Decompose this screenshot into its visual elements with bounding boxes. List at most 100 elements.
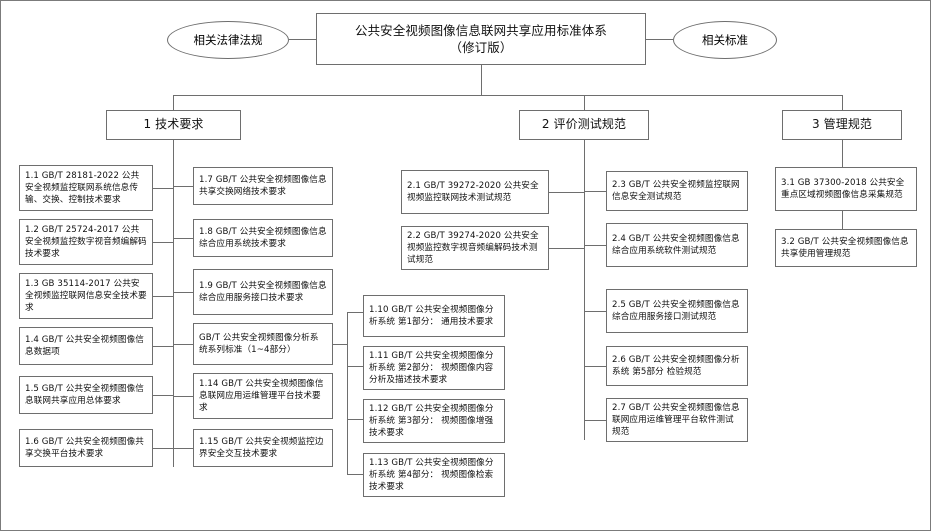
node-std-2-6[interactable]: 2.6 GB/T 公共安全视频图像分析系统 第5部分 检验规范: [606, 346, 748, 386]
node-branch-tech[interactable]: 1 技术要求: [106, 110, 241, 140]
link-tech-series: [173, 344, 193, 345]
link-eval-trunk: [584, 140, 585, 440]
link-series-trunk: [347, 312, 348, 474]
node-branch-eval[interactable]: 2 评价测试规范: [519, 110, 649, 140]
node-branch-mgmt[interactable]: 3 管理规范: [782, 110, 902, 140]
node-text: 1.13 GB/T 公共安全视频图像分析系统 第4部分： 视频图像检索技术要求: [369, 457, 494, 493]
link-tech-1-3: [153, 296, 173, 297]
node-text: 3.1 GB 37300-2018 公共安全重点区域视频图像信息采集规范: [781, 177, 905, 200]
node-text: GB/T 公共安全视频图像分析系统系列标准（1~4部分）: [199, 332, 319, 355]
link-tech-trunk: [173, 140, 174, 467]
link-series-1-12: [347, 419, 363, 420]
link-root-stem: [481, 65, 482, 95]
node-std-1-12[interactable]: 1.12 GB/T 公共安全视频图像分析系统 第3部分： 视频图像增强技术要求: [363, 399, 505, 443]
node-std-2-1[interactable]: 2.1 GB/T 39272-2020 公共安全视频监控联网技术测试规范: [401, 170, 549, 214]
link-series-1-11: [347, 366, 363, 367]
node-text: 1.3 GB 35114-2017 公共安全视频监控联网信息安全技术要求: [25, 278, 147, 314]
node-text: 2.5 GB/T 公共安全视频图像信息综合应用服务接口测试规范: [612, 299, 740, 322]
link-eval-2-4: [584, 245, 606, 246]
link-tech-1-7: [173, 186, 193, 187]
link-bus-to-mgmt: [842, 95, 843, 110]
node-text: 1.9 GB/T 公共安全视频图像信息综合应用服务接口技术要求: [199, 280, 327, 303]
node-text: 2.1 GB/T 39272-2020 公共安全视频监控联网技术测试规范: [407, 180, 539, 203]
node-text: 1.6 GB/T 公共安全视频图像共享交换平台技术要求: [25, 436, 144, 459]
node-std-1-9[interactable]: 1.9 GB/T 公共安全视频图像信息综合应用服务接口技术要求: [193, 269, 333, 315]
link-tech-1-9: [173, 292, 193, 293]
link-bus-to-tech: [173, 95, 174, 110]
node-label: 相关标准: [702, 33, 748, 47]
link-bus-to-eval: [584, 95, 585, 110]
node-std-2-7[interactable]: 2.7 GB/T 公共安全视频图像信息联网应用运维管理平台软件测试规范: [606, 398, 748, 442]
node-std-1-4[interactable]: 1.4 GB/T 公共安全视频图像信息数据项: [19, 327, 153, 365]
node-std-1-11[interactable]: 1.11 GB/T 公共安全视频图像分析系统 第2部分： 视频图像内容分析及描述…: [363, 346, 505, 390]
node-text: 1.2 GB/T 25724-2017 公共安全视频监控数字视音频编解码技术要求: [25, 224, 147, 260]
link-tech-1-6: [153, 448, 173, 449]
link-branch-bus: [173, 95, 842, 96]
node-text: 1.1 GB/T 28181-2022 公共安全视频监控联网系统信息传输、交换、…: [25, 170, 140, 206]
link-tech-1-1: [153, 188, 173, 189]
link-tech-1-14: [173, 396, 193, 397]
node-text: 2.4 GB/T 公共安全视频图像信息综合应用系统软件测试规范: [612, 233, 740, 256]
node-std-1-13[interactable]: 1.13 GB/T 公共安全视频图像分析系统 第4部分： 视频图像检索技术要求: [363, 453, 505, 497]
link-law-to-root: [289, 39, 316, 40]
node-text: 1.8 GB/T 公共安全视频图像信息综合应用系统技术要求: [199, 226, 327, 249]
node-std-1-2[interactable]: 1.2 GB/T 25724-2017 公共安全视频监控数字视音频编解码技术要求: [19, 219, 153, 265]
link-eval-2-6: [584, 366, 606, 367]
root-title-line1: 公共安全视频图像信息联网共享应用标准体系: [354, 22, 607, 38]
node-text: 1.7 GB/T 公共安全视频图像信息共享交换网络技术要求: [199, 174, 327, 197]
link-mgmt-3-1-3-2: [842, 211, 843, 229]
link-tech-1-2: [153, 242, 173, 243]
link-mgmt-trunk: [842, 140, 843, 167]
root-title-text: 公共安全视频图像信息联网共享应用标准体系 （修订版）: [317, 20, 645, 59]
link-eval-2-5: [584, 311, 606, 312]
node-std-1-10[interactable]: 1.10 GB/T 公共安全视频图像分析系统 第1部分： 通用技术要求: [363, 295, 505, 337]
node-text: 1.15 GB/T 公共安全视频监控边界安全交互技术要求: [199, 436, 324, 459]
node-std-series[interactable]: GB/T 公共安全视频图像分析系统系列标准（1~4部分）: [193, 323, 333, 365]
node-std-1-6[interactable]: 1.6 GB/T 公共安全视频图像共享交换平台技术要求: [19, 429, 153, 467]
node-related-laws[interactable]: 相关法律法规: [167, 21, 289, 59]
node-text: 3.2 GB/T 公共安全视频图像信息共享使用管理规范: [781, 236, 909, 259]
node-std-3-1[interactable]: 3.1 GB 37300-2018 公共安全重点区域视频图像信息采集规范: [775, 167, 917, 211]
link-eval-2-7: [584, 420, 606, 421]
link-eval-2-1: [549, 192, 584, 193]
link-series-1-13: [347, 474, 363, 475]
node-std-1-5[interactable]: 1.5 GB/T 公共安全视频图像信息联网共享应用总体要求: [19, 376, 153, 414]
node-std-2-4[interactable]: 2.4 GB/T 公共安全视频图像信息综合应用系统软件测试规范: [606, 223, 748, 267]
node-std-2-2[interactable]: 2.2 GB/T 39274-2020 公共安全视频监控数字视音频编解码技术测试…: [401, 226, 549, 270]
link-series-1-10: [347, 312, 363, 313]
root-title-line2: （修订版）: [449, 40, 513, 55]
node-root-title[interactable]: 公共安全视频图像信息联网共享应用标准体系 （修订版）: [316, 13, 646, 65]
node-std-1-1[interactable]: 1.1 GB/T 28181-2022 公共安全视频监控联网系统信息传输、交换、…: [19, 165, 153, 211]
node-std-1-8[interactable]: 1.8 GB/T 公共安全视频图像信息综合应用系统技术要求: [193, 219, 333, 257]
node-text: 1.14 GB/T 公共安全视频图像信息联网应用运维管理平台技术要求: [199, 378, 324, 414]
branch-label: 2 评价测试规范: [541, 117, 627, 132]
node-text: 1.12 GB/T 公共安全视频图像分析系统 第3部分： 视频图像增强技术要求: [369, 403, 494, 439]
branch-label: 3 管理规范: [811, 117, 873, 132]
node-std-1-15[interactable]: 1.15 GB/T 公共安全视频监控边界安全交互技术要求: [193, 429, 333, 467]
node-label: 相关法律法规: [193, 33, 263, 47]
node-text: 1.4 GB/T 公共安全视频图像信息数据项: [25, 334, 144, 357]
node-related-standards[interactable]: 相关标准: [673, 21, 777, 59]
link-series-stem: [333, 344, 347, 345]
node-text: 2.2 GB/T 39274-2020 公共安全视频监控数字视音频编解码技术测试…: [407, 230, 539, 266]
node-std-3-2[interactable]: 3.2 GB/T 公共安全视频图像信息共享使用管理规范: [775, 229, 917, 267]
branch-label: 1 技术要求: [143, 117, 204, 132]
node-text: 1.5 GB/T 公共安全视频图像信息联网共享应用总体要求: [25, 383, 144, 406]
node-text: 1.11 GB/T 公共安全视频图像分析系统 第2部分： 视频图像内容分析及描述…: [369, 350, 494, 386]
link-eval-2-2: [549, 248, 584, 249]
link-tech-1-5: [153, 395, 173, 396]
node-text: 2.6 GB/T 公共安全视频图像分析系统 第5部分 检验规范: [612, 354, 740, 377]
node-std-1-7[interactable]: 1.7 GB/T 公共安全视频图像信息共享交换网络技术要求: [193, 167, 333, 205]
link-eval-2-3: [584, 191, 606, 192]
node-std-1-14[interactable]: 1.14 GB/T 公共安全视频图像信息联网应用运维管理平台技术要求: [193, 373, 333, 419]
node-std-2-3[interactable]: 2.3 GB/T 公共安全视频监控联网信息安全测试规范: [606, 171, 748, 211]
node-text: 2.7 GB/T 公共安全视频图像信息联网应用运维管理平台软件测试规范: [612, 402, 740, 438]
node-std-2-5[interactable]: 2.5 GB/T 公共安全视频图像信息综合应用服务接口测试规范: [606, 289, 748, 333]
node-text: 1.10 GB/T 公共安全视频图像分析系统 第1部分： 通用技术要求: [369, 304, 494, 327]
node-std-1-3[interactable]: 1.3 GB 35114-2017 公共安全视频监控联网信息安全技术要求: [19, 273, 153, 319]
link-tech-1-4: [153, 346, 173, 347]
node-text: 2.3 GB/T 公共安全视频监控联网信息安全测试规范: [612, 179, 740, 202]
link-tech-1-15: [173, 448, 193, 449]
link-root-to-std: [646, 39, 673, 40]
